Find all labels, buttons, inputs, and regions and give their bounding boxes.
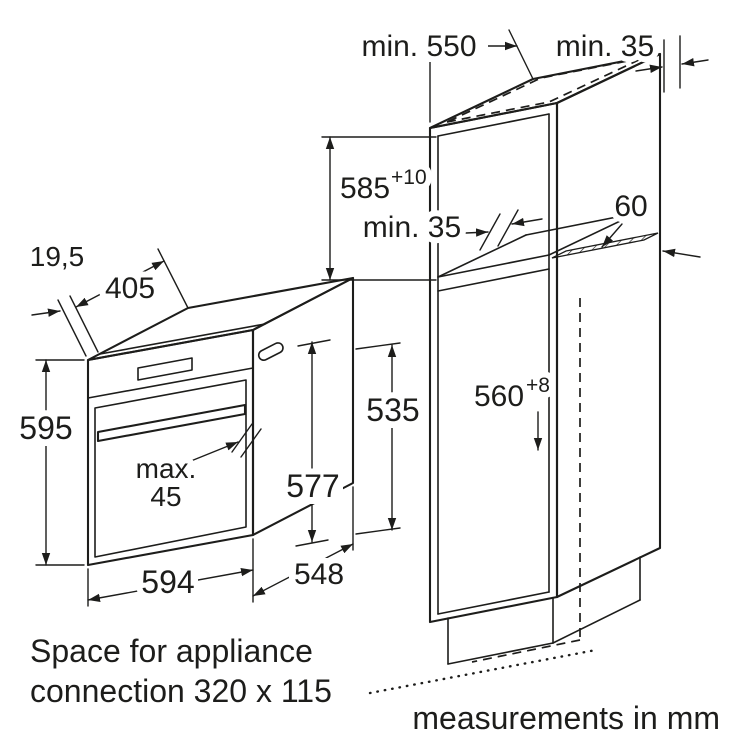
dim-label-niche-height-tolerance: +10 xyxy=(391,166,427,189)
dim-cabinet-min-back-gap: min. 35 xyxy=(357,205,543,251)
oven-fascia-bottom-edge xyxy=(87,367,254,399)
dim-label-min-depth: min. 550 xyxy=(361,30,476,63)
dim-label-min-top-gap: min. 35 xyxy=(556,30,654,63)
frame-inner-top-edge xyxy=(437,113,550,137)
oven-door xyxy=(94,379,247,558)
arrow xyxy=(681,58,709,67)
shelf-front-bottom-edge xyxy=(437,268,550,292)
oven-drawing xyxy=(86,276,355,567)
dim-oven-handle-clearance: max. 45 xyxy=(130,423,262,518)
dim-cabinet-min-top-gap: min. 35 xyxy=(550,24,709,93)
hidden-niche-outline xyxy=(446,57,644,123)
dim-label-handle-max: max. xyxy=(136,453,197,484)
dim-label-fascia-offset: 19,5 xyxy=(30,241,85,272)
dim-oven-height: 595 xyxy=(13,359,85,566)
shelf-left-depth-edge xyxy=(437,234,527,278)
label-backing xyxy=(283,470,343,504)
frame-inner-bottom-edge xyxy=(437,591,550,615)
dim-cabinet-min-depth: min. 550 xyxy=(350,24,534,123)
connection-note-line1: Space for appliance xyxy=(30,633,313,669)
ext-line xyxy=(240,428,262,458)
label-backing xyxy=(100,272,160,304)
label-backing xyxy=(289,558,349,590)
arrow xyxy=(635,64,663,73)
ext-line xyxy=(69,295,99,353)
dim-oven-width: 594 xyxy=(87,538,254,607)
label-backing xyxy=(16,412,76,446)
dim-label-niche-height: 585 xyxy=(340,172,390,205)
dim-label-handle-value: 45 xyxy=(150,481,181,512)
label-backing xyxy=(363,394,423,428)
oven-display xyxy=(137,357,193,381)
ext-line xyxy=(497,209,519,247)
arrow xyxy=(511,217,543,227)
dim-label-min-back-gap: min. 35 xyxy=(363,211,461,244)
label-backing xyxy=(350,30,488,62)
dim-label-niche-width-tolerance: +8 xyxy=(526,374,550,397)
arrow xyxy=(185,441,239,464)
dim-label-body-height: 535 xyxy=(366,392,419,428)
connection-leader-dotted-line xyxy=(368,648,598,695)
dim-label-niche-width: 560 xyxy=(474,380,524,413)
dim-oven-top-depth: 405 xyxy=(75,248,189,311)
dim-label-height: 595 xyxy=(19,410,72,446)
dim-cabinet-vent-depth: 60 xyxy=(601,184,654,248)
oven-handle xyxy=(96,403,247,443)
back-wall-arrow xyxy=(662,248,701,258)
ext-line xyxy=(508,29,534,80)
dim-oven-fascia-offset: 19,5 xyxy=(24,235,99,357)
arrow xyxy=(465,228,489,237)
ext-line xyxy=(297,339,331,347)
cabinet-top-face xyxy=(428,52,662,130)
oven-front-face xyxy=(86,328,255,567)
plinth-edge xyxy=(447,642,554,665)
oven-fascia-top-edge xyxy=(99,323,266,355)
ext-line xyxy=(355,342,401,350)
ext-line xyxy=(231,423,253,453)
ext-line xyxy=(479,213,501,251)
cabinet-drawing xyxy=(428,52,662,665)
arrow xyxy=(31,308,61,317)
ext-line xyxy=(57,299,87,357)
dim-oven-body-height: 535 xyxy=(355,342,426,535)
cabinet-hidden-edges xyxy=(446,57,644,663)
hidden-bottom-edge xyxy=(471,639,581,663)
ext-line xyxy=(157,248,189,309)
ext-line xyxy=(355,527,401,535)
cabinet-front-face xyxy=(428,101,559,624)
cabinet-side-face xyxy=(555,52,662,599)
arrow xyxy=(601,223,623,248)
measurements-note: measurements in mm xyxy=(412,700,720,736)
dim-cabinet-niche-width: 560 +8 xyxy=(468,368,556,451)
dim-label-top-depth: 405 xyxy=(105,272,155,305)
cabinet-plinth xyxy=(447,556,641,665)
shelf-back-edge xyxy=(525,212,638,236)
dim-cabinet-niche-height: 585 +10 xyxy=(321,136,437,281)
dim-label-front-height: 577 xyxy=(286,468,339,504)
shelf-front-top-edge xyxy=(437,254,550,278)
connection-note-line2: connection 320 x 115 xyxy=(30,673,332,709)
dim-label-width: 594 xyxy=(141,564,194,600)
label-backing xyxy=(138,566,198,600)
arrow xyxy=(662,248,701,258)
shelf-right-depth-edge xyxy=(548,212,638,256)
dim-label-body-depth: 548 xyxy=(294,558,344,591)
oven-side-grip xyxy=(257,342,284,361)
dim-oven-body-depth: 548 xyxy=(252,486,354,597)
dim-oven-front-height: 577 xyxy=(280,339,346,547)
dim-label-vent-depth: 60 xyxy=(614,190,647,223)
plinth-edge xyxy=(552,599,641,644)
